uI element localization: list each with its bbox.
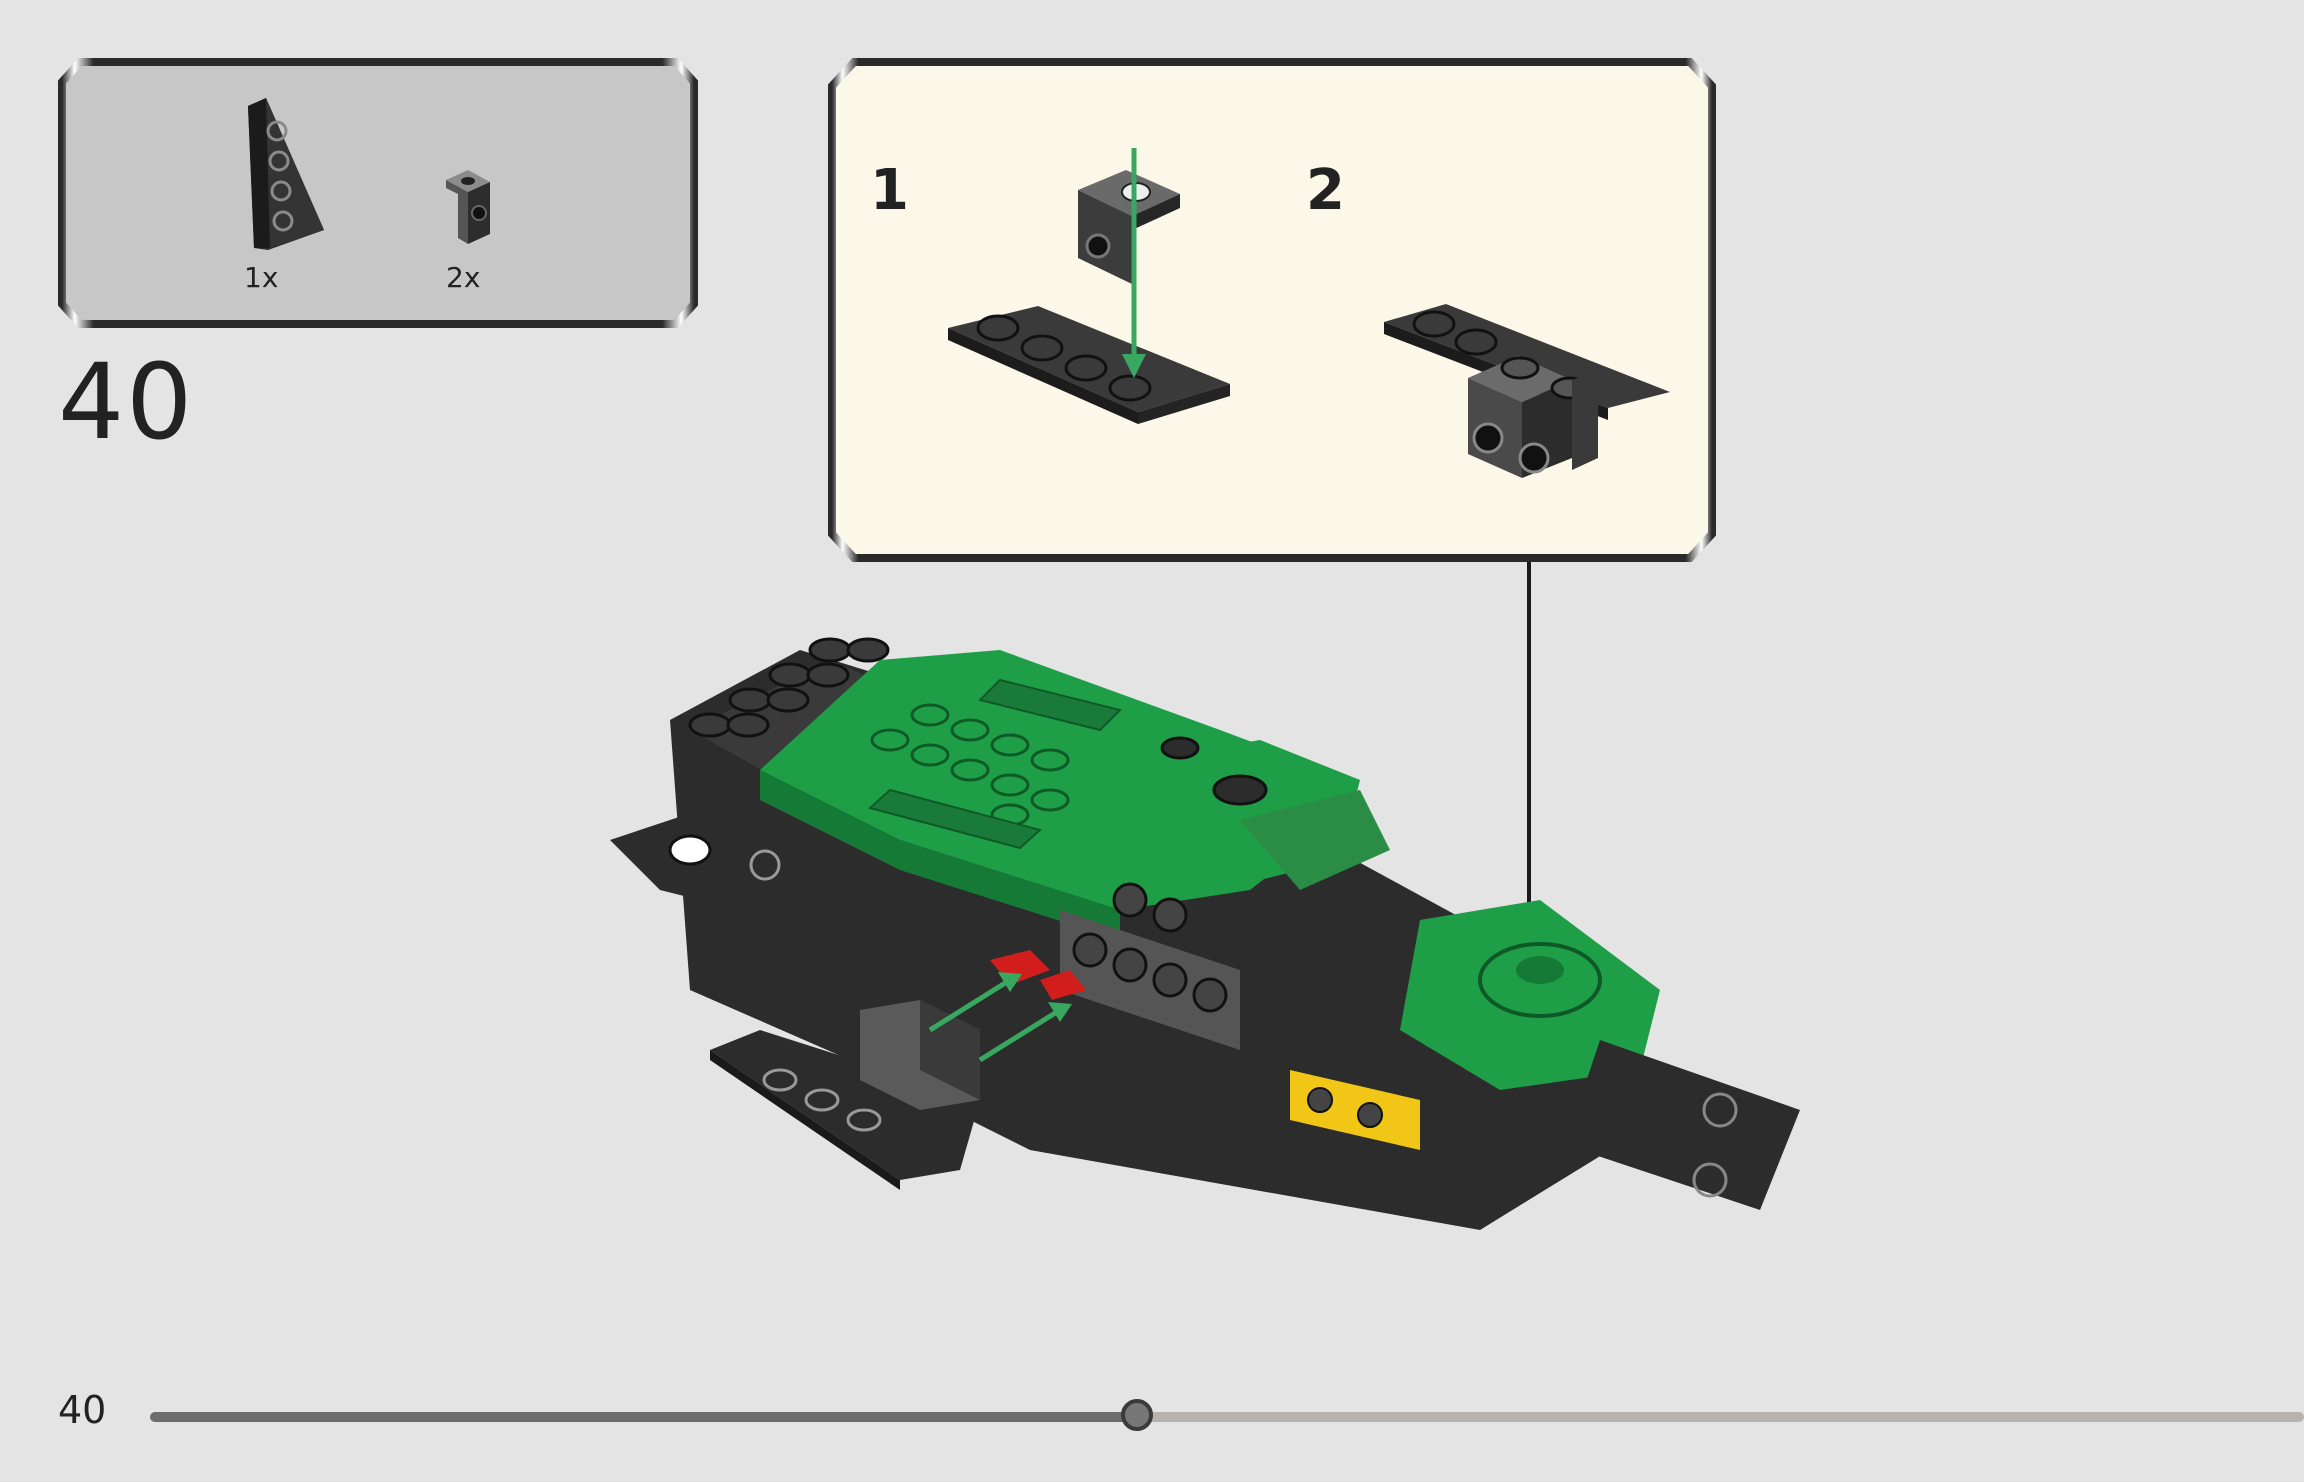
progress-bar[interactable] bbox=[150, 1399, 2304, 1431]
bracket-icon bbox=[446, 170, 490, 244]
progress-fill bbox=[150, 1412, 1137, 1422]
part-quantity: 1x bbox=[244, 261, 279, 294]
step-number: 40 bbox=[58, 341, 195, 463]
progress-knob[interactable] bbox=[1120, 1399, 1153, 1431]
substep-2-illustration bbox=[1384, 304, 1670, 478]
part-quantity: 2x bbox=[446, 261, 481, 294]
sub-assembly-callout: 1 2 bbox=[828, 58, 1716, 562]
progress-track[interactable] bbox=[150, 1412, 2304, 1422]
parts-list-panel: 1x 2x bbox=[58, 58, 698, 328]
wedge-plate-icon bbox=[248, 98, 324, 250]
substep-1-illustration bbox=[948, 148, 1230, 424]
page-number: 40 bbox=[58, 1388, 107, 1432]
substep-label: 2 bbox=[1306, 158, 1345, 223]
sub-assembly-frame bbox=[828, 58, 1716, 562]
substep-label: 1 bbox=[870, 158, 909, 223]
race-car-model bbox=[610, 637, 1800, 1230]
model-illustration bbox=[600, 590, 1820, 1240]
parts-panel-frame bbox=[58, 58, 698, 328]
